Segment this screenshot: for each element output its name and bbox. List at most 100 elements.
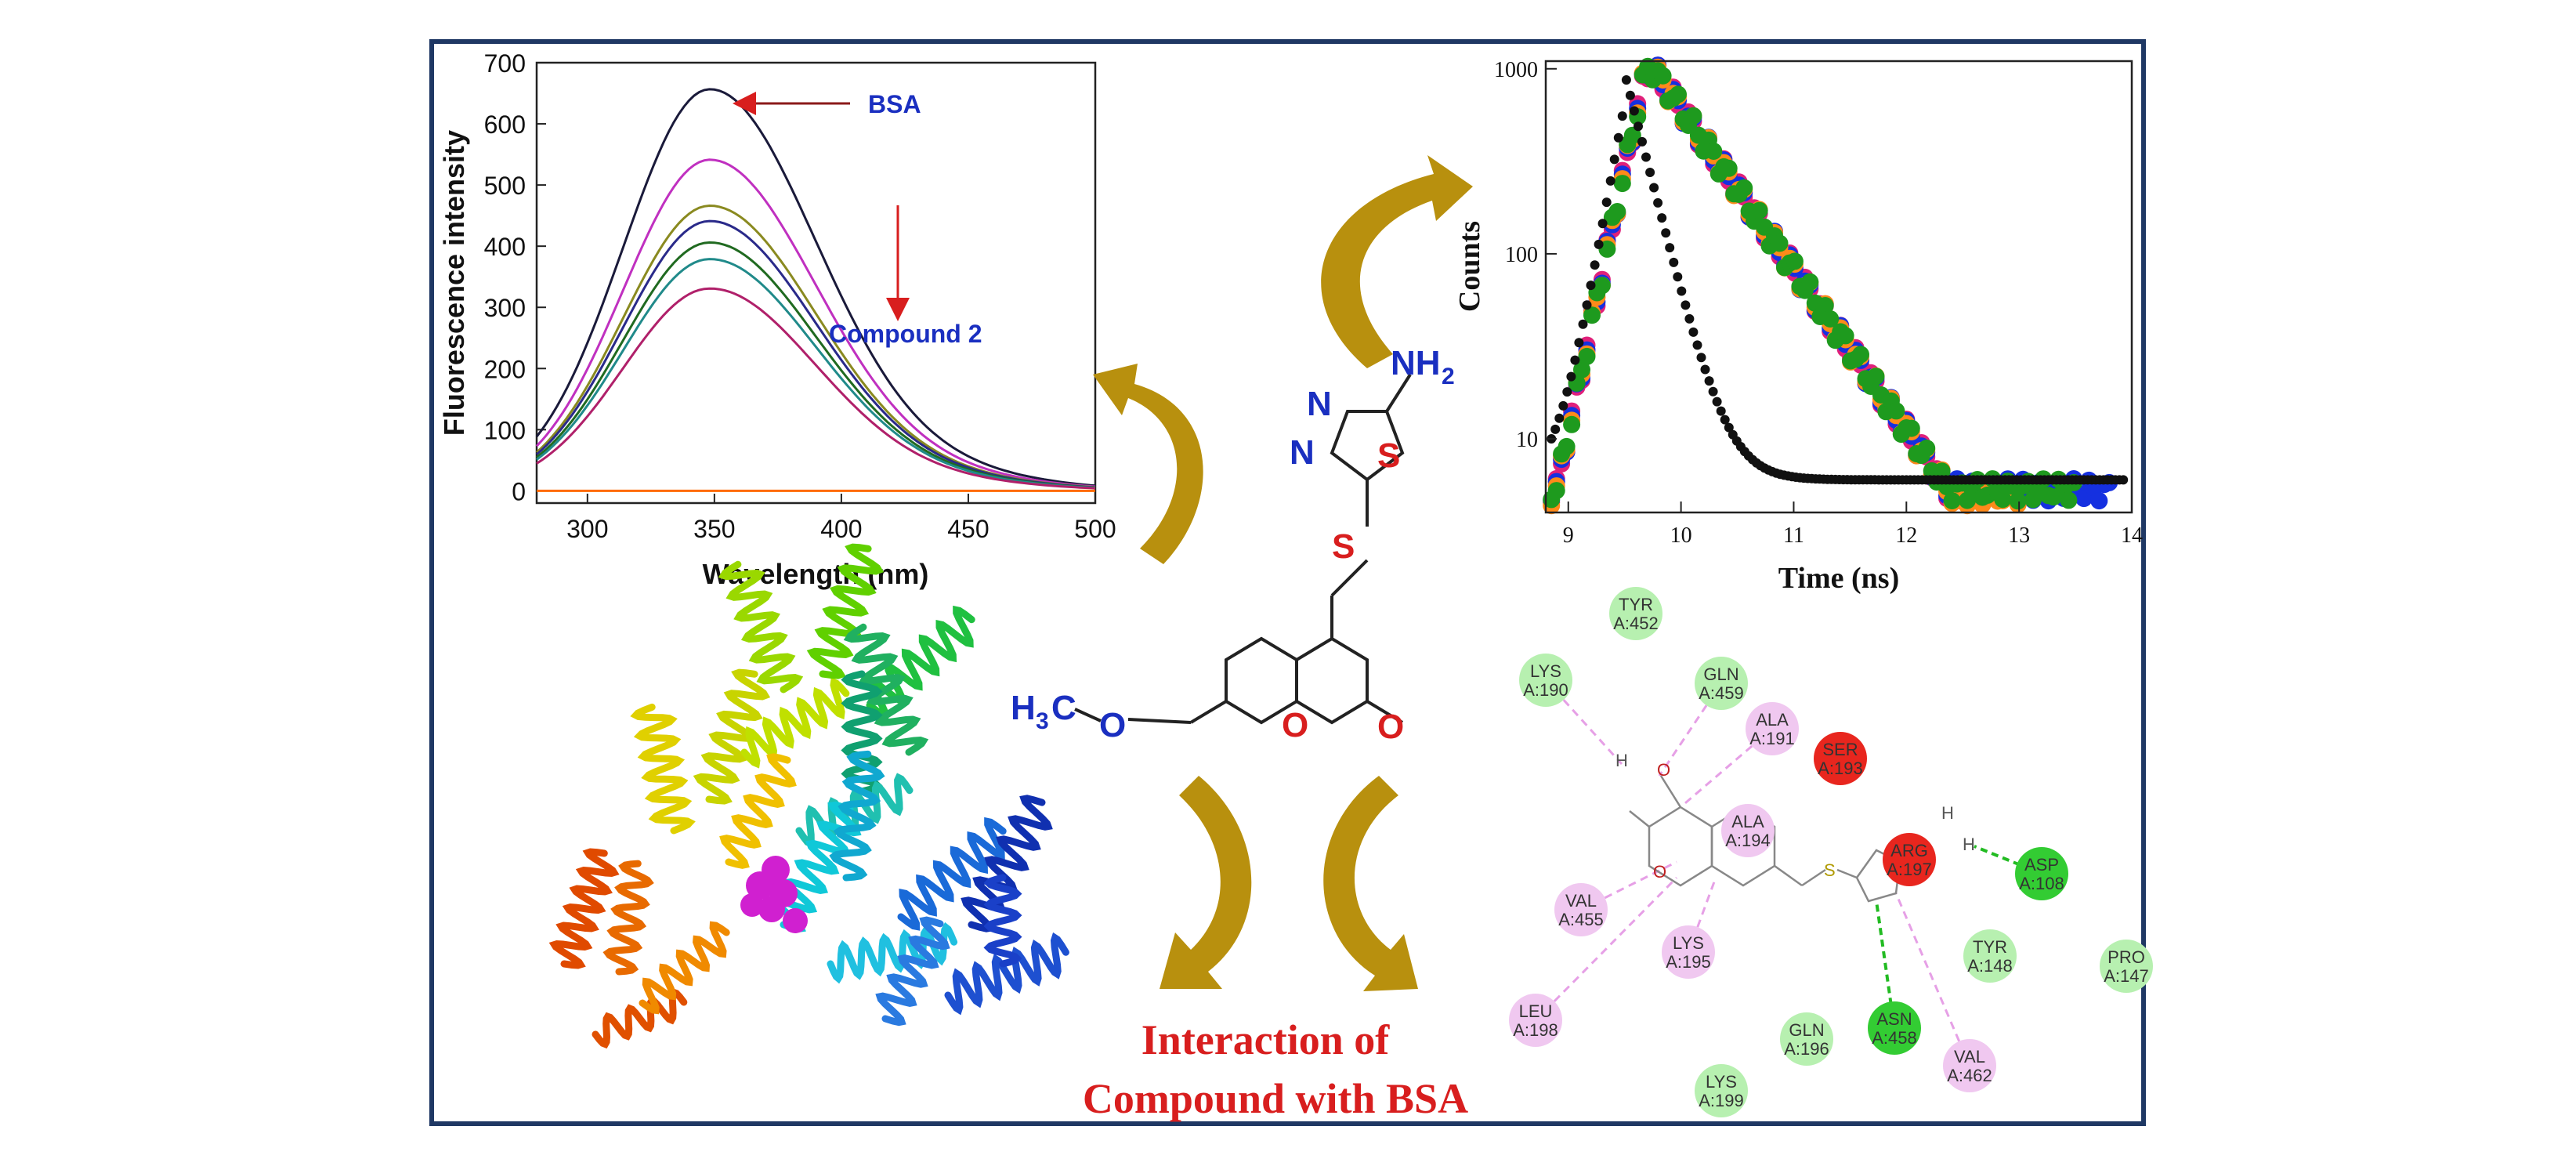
residue-id: A:197 <box>1887 860 1932 879</box>
carbonyl-o-label: O <box>1377 708 1404 746</box>
fl-plot-frame <box>535 61 1097 505</box>
fl-y-tick-label: 100 <box>484 416 526 444</box>
residue-circle <box>1609 587 1662 640</box>
tc-irf-point <box>1716 406 1726 416</box>
tc-irf-point <box>1712 397 1722 407</box>
tc-irf-point <box>1634 121 1643 132</box>
bsa-protein-ribbon <box>548 543 1069 1049</box>
ligand-sphere <box>740 893 764 917</box>
residue-id: A:190 <box>1523 680 1568 700</box>
residue-circle <box>1509 994 1562 1047</box>
tc-irf-point <box>1688 327 1699 337</box>
residue-id: A:195 <box>1666 952 1711 972</box>
tc-decay-point <box>1801 273 1819 291</box>
fl-series-line <box>535 88 1096 487</box>
ring-o-label: O <box>1282 706 1308 744</box>
tc-irf-point <box>1582 300 1592 310</box>
tc-irf-point <box>1621 75 1631 85</box>
residue-circle <box>2015 847 2068 900</box>
residue-id: A:108 <box>2019 874 2064 893</box>
residue-circle <box>1554 883 1608 936</box>
tc-irf-point <box>1597 219 1608 229</box>
residue-name: VAL <box>1565 891 1597 911</box>
tc-x-axis-label: Time (ns) <box>1778 562 1899 595</box>
tc-irf-point <box>1617 111 1627 121</box>
tc-decay-point <box>1684 107 1702 125</box>
tc-decay-point <box>1785 252 1804 270</box>
tc-decay-point <box>1654 67 1672 85</box>
residue-circle <box>1662 925 1715 979</box>
helix-segment <box>944 932 1069 1016</box>
arrow-to-decay-chart <box>1321 155 1473 368</box>
tc-irf-point <box>1609 154 1619 165</box>
tc-irf-point <box>1590 260 1600 270</box>
tc-irf-point <box>1696 353 1706 363</box>
tc-irf-point <box>1700 364 1710 375</box>
fl-y-tick-label: 500 <box>484 172 526 200</box>
fl-y-tick-label: 0 <box>512 477 526 505</box>
residue-name: LYS <box>1673 933 1704 953</box>
fl-y-tick-label: 600 <box>484 110 526 139</box>
tc-decay-point <box>1670 85 1687 103</box>
residue-id: A:147 <box>2104 966 2149 986</box>
ring-n1-label: N <box>1307 385 1332 423</box>
fl-y-tick-label: 700 <box>484 49 526 78</box>
fl-x-tick-label: 450 <box>947 515 989 543</box>
tc-irf-point <box>1637 136 1647 147</box>
residue-name: TYR <box>1973 937 2007 957</box>
ligand-sphere <box>783 908 808 933</box>
caption-line-1: Interaction of <box>1141 1016 1390 1063</box>
flow-arrows <box>1093 155 1473 991</box>
residue-id: A:191 <box>1749 729 1795 748</box>
residue-id: A:198 <box>1513 1020 1558 1040</box>
tc-decay-point <box>1822 310 1840 328</box>
residue-circle <box>1746 702 1799 755</box>
helix-segment <box>843 623 929 756</box>
linker-s-label: S <box>1332 527 1355 566</box>
tc-irf-point <box>1629 106 1639 116</box>
tc-decay-point <box>1816 297 1834 314</box>
helix-segment <box>602 860 654 976</box>
tc-irf-point <box>1708 386 1718 397</box>
methoxy-3-subscript: 3 <box>1036 708 1049 734</box>
caption-line-2: Compound with BSA <box>1083 1075 1468 1122</box>
ligand-atom-s: S <box>1824 860 1836 880</box>
thiadiazole-ring <box>1330 410 1405 482</box>
residue-circle <box>1721 804 1775 857</box>
tc-decay-point <box>1867 368 1885 386</box>
tc-irf-point <box>1665 243 1675 253</box>
tc-x-tick-label: 11 <box>1783 523 1804 548</box>
tc-decay-point <box>1563 415 1581 433</box>
tc-irf-point <box>1641 152 1651 162</box>
tc-irf-point <box>1613 132 1623 143</box>
fl-series-line <box>536 287 1096 490</box>
residue-id: A:193 <box>1818 759 1863 778</box>
tc-decay-point <box>1902 419 1920 437</box>
ligand-spheres <box>740 856 808 933</box>
tc-decay-point <box>2060 491 2078 509</box>
tc-decay-point <box>1994 491 2012 509</box>
helix-segment <box>548 848 620 969</box>
tc-irf-point <box>1661 228 1671 238</box>
compound-2-structure <box>1189 373 1412 725</box>
ring-s-label: S <box>1377 436 1400 475</box>
fl-y-tick-label: 300 <box>484 294 526 322</box>
helix-segment <box>795 773 914 849</box>
residue-id: A:194 <box>1725 831 1771 850</box>
methoxy-h-label: H <box>1011 689 1036 727</box>
tc-irf-point <box>1692 340 1702 350</box>
residue-nodes: TYRA:452LYSA:190GLNA:459ALAA:191SERA:193… <box>1509 587 2153 1117</box>
tc-x-tick-label: 14 <box>2121 523 2143 548</box>
tc-points <box>1543 56 2129 515</box>
tc-irf-point <box>1554 413 1565 423</box>
methoxy-c-label: C <box>1051 689 1076 727</box>
